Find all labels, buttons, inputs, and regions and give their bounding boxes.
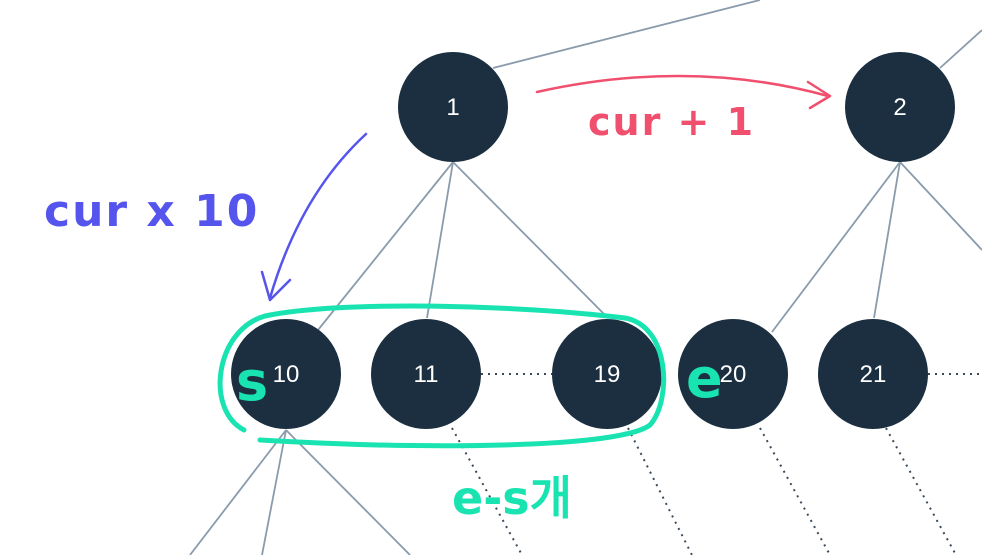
node-2[interactable]: 2: [845, 52, 955, 162]
node-19-label: 19: [594, 361, 621, 388]
node-11-label: 11: [414, 361, 439, 388]
node-1-label: 1: [446, 94, 459, 121]
node-1[interactable]: 1: [398, 52, 508, 162]
node-21[interactable]: 21: [818, 319, 928, 429]
end-marker: e: [686, 347, 723, 410]
sibling-step-label: cur + 1: [588, 100, 755, 144]
node-10-label: 10: [273, 361, 300, 388]
dotted-edges: [451, 373, 982, 555]
node-2-label: 2: [893, 94, 906, 121]
node-20-label: 20: [720, 361, 747, 388]
node-19[interactable]: 19: [552, 319, 662, 429]
child-step-annotation: cur x 10: [44, 132, 368, 302]
dotted-19-down: [627, 427, 693, 555]
edge-2-to-20: [771, 161, 901, 333]
range-highlight-loop: [217, 303, 667, 449]
dotted-11-down: [451, 427, 523, 555]
edge-1-to-19: [452, 161, 609, 319]
edge-1-to-10: [317, 161, 454, 331]
sibling-step-annotation: cur + 1: [535, 74, 832, 144]
child-step-arrow: [268, 132, 368, 300]
range-count-label: e-s개: [452, 471, 572, 525]
edge-parent-to-1: [492, 0, 761, 69]
start-marker: s: [236, 350, 268, 413]
child-step-label: cur x 10: [44, 186, 259, 237]
edge-10-child-b: [261, 429, 287, 555]
node-20[interactable]: 20: [678, 319, 788, 429]
dotted-20-down: [759, 427, 831, 555]
sibling-step-arrow: [535, 74, 830, 98]
sibling-step-arrowhead: [806, 80, 832, 110]
edge-2-to-next: [899, 161, 982, 251]
node-10[interactable]: 10: [231, 319, 341, 429]
range-highlight: s e e-s개: [217, 303, 723, 525]
edge-parent-to-2: [939, 29, 982, 69]
edge-2-to-21: [873, 161, 901, 319]
tree-edges: [189, 0, 982, 555]
edge-1-to-11: [426, 161, 454, 319]
node-21-label: 21: [860, 361, 887, 388]
tree-nodes: 1 2 10 11 19 20 21: [231, 52, 955, 429]
dotted-21-down: [885, 427, 957, 555]
child-step-arrowhead: [260, 270, 292, 302]
edge-10-child-a: [189, 429, 287, 555]
edge-10-child-c: [285, 429, 411, 555]
node-11[interactable]: 11: [371, 319, 481, 429]
